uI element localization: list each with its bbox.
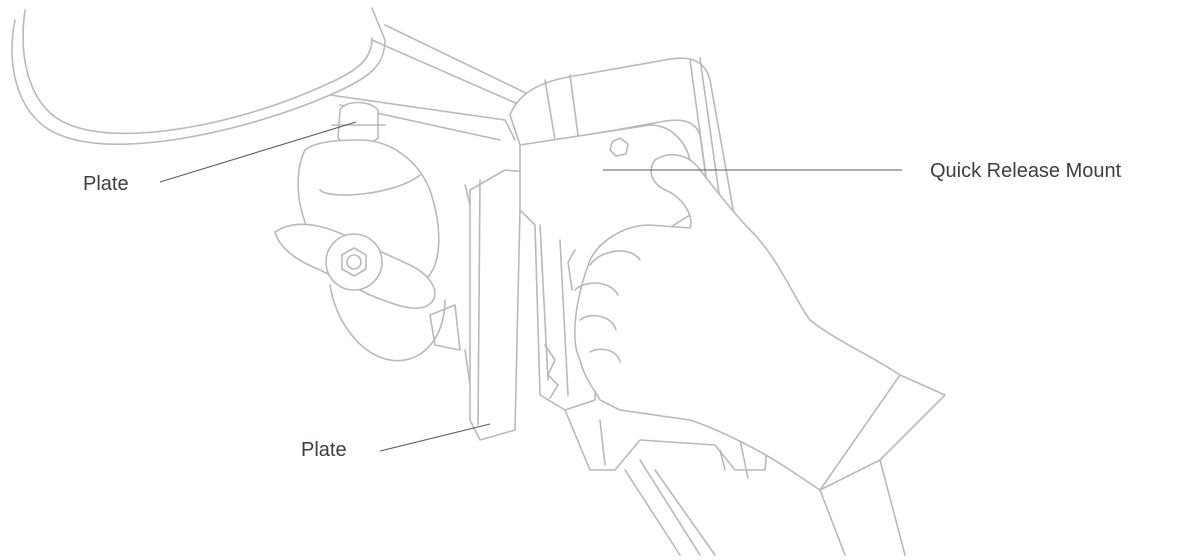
callout-plate-bottom: Plate bbox=[301, 440, 347, 460]
callout-quick-release-mount: Quick Release Mount bbox=[930, 161, 1121, 181]
leader-plate-top bbox=[160, 122, 356, 182]
callout-plate-top: Plate bbox=[83, 174, 129, 194]
leader-plate-bottom bbox=[380, 424, 490, 451]
